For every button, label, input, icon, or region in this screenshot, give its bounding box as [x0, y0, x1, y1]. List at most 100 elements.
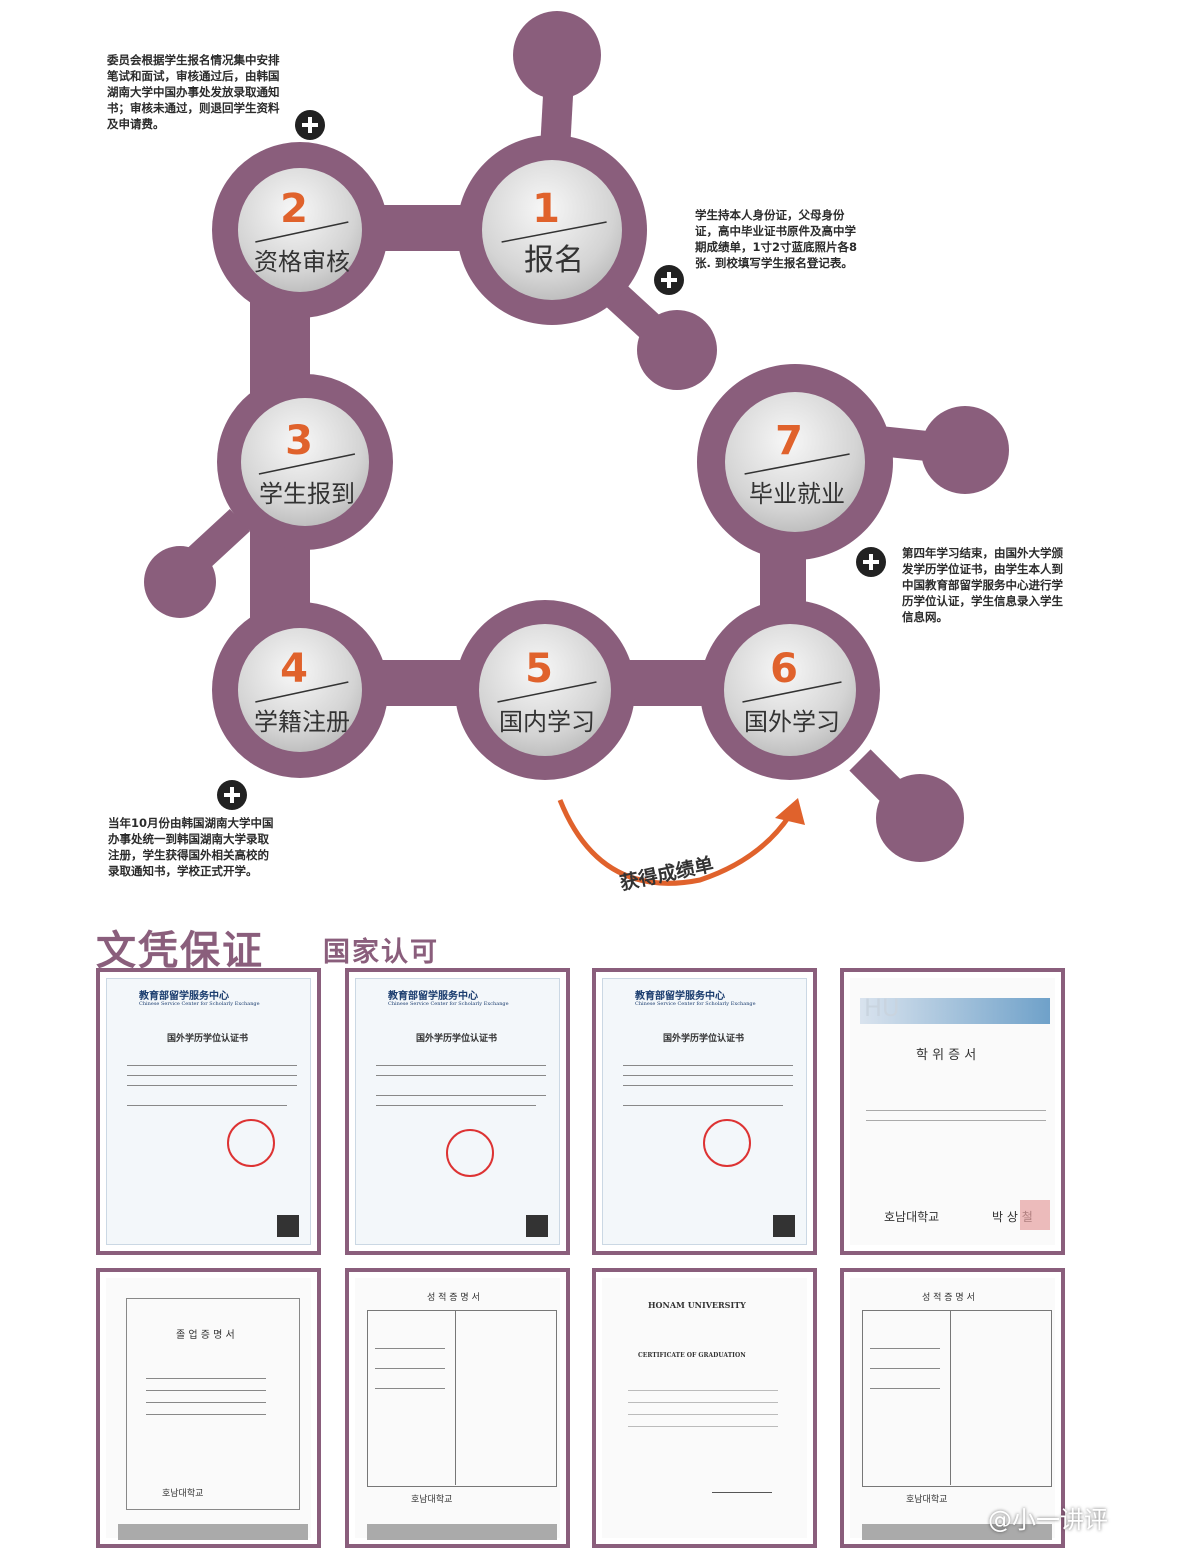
- university-name: 호남대학교: [884, 1210, 940, 1224]
- step-number: 7: [775, 418, 803, 464]
- plus-icon: [295, 110, 325, 140]
- step-label: 报名: [524, 243, 584, 278]
- step-1: 1 报名: [482, 160, 622, 300]
- step-label: 资格审核: [254, 248, 350, 276]
- section-title: 文凭保证: [96, 928, 264, 974]
- step-number: 2: [280, 186, 308, 232]
- desc-line: 发学历学位证书，由学生本人到: [902, 562, 1063, 576]
- qr-code-icon: [773, 1215, 795, 1237]
- desc-line: 书；审核未通过，则退回学生资料: [107, 101, 280, 115]
- step4-description: 当年10月份由韩国湖南大学中国 办事处统一到韩国湖南大学录取 注册，学生获得国外…: [108, 815, 288, 879]
- cert-org-name: 教育部留学服务中心: [388, 991, 478, 1002]
- desc-line: 办事处统一到韩国湖南大学录取: [108, 832, 269, 846]
- arrow-label: 获得成绩单: [618, 853, 716, 895]
- desc-line: 湖南大学中国办事处发放录取通知: [107, 85, 280, 99]
- step-number: 4: [280, 646, 308, 692]
- desc-line: 当年10月份由韩国湖南大学中国: [108, 816, 274, 830]
- step-number: 6: [770, 646, 798, 692]
- step-disk: [238, 628, 362, 752]
- desc-line: 注册，学生获得国外相关高校的: [108, 848, 269, 862]
- cert-org-en: Chinese Service Center for Scholarly Exc…: [635, 1001, 756, 1007]
- watermark: @小一讲评: [988, 1506, 1108, 1534]
- desc-line: 信息网。: [902, 610, 948, 624]
- korean-grade-transcript-2: 성 적 증 명 서 호남대학교: [840, 1268, 1065, 1548]
- step-divider: [501, 221, 607, 243]
- section-subtitle: 国家认可: [323, 937, 439, 968]
- cert-org-en: Chinese Service Center for Scholarly Exc…: [388, 1001, 509, 1007]
- university-name: 호남대학교: [411, 1495, 453, 1505]
- cscse-certificate-3: 教育部留学服务中心 Chinese Service Center for Sch…: [592, 968, 817, 1255]
- university-name: 호남대학교: [162, 1489, 204, 1499]
- university-name: 호남대학교: [906, 1495, 948, 1505]
- step-number: 5: [525, 646, 553, 692]
- grade-report-arrow: [557, 799, 793, 886]
- arrow-head: [775, 798, 805, 825]
- seal-icon: [446, 1129, 494, 1177]
- seal-icon: [703, 1119, 751, 1167]
- degree-title: 학 위 증 서: [916, 1048, 977, 1063]
- step-disk: [479, 624, 611, 756]
- step-divider: [497, 681, 597, 703]
- cscse-certificate-1: 教育部留学服务中心 Chinese Service Center for Sch…: [96, 968, 321, 1255]
- desc-line: 录取通知书，学校正式开学。: [108, 864, 258, 878]
- seal-icon: [227, 1119, 275, 1167]
- step2-description: 委员会根据学生报名情况集中安排 笔试和面试，审核通过后，由韩国 湖南大学中国办事…: [107, 52, 297, 132]
- cert-doc-title: 国外学历学位认证书: [167, 1034, 249, 1044]
- korean-grade-transcript-1: 성 적 증 명 서 호남대학교: [345, 1268, 570, 1548]
- plus-icon: [654, 265, 684, 295]
- desc-line: 第四年学习结束，由国外大学颁: [902, 546, 1063, 560]
- desc-line: 证，高中毕业证书原件及高中学: [695, 224, 856, 238]
- korean-degree-certificate: HU 학 위 증 서 호남대학교 박 상 철: [840, 968, 1065, 1255]
- step-disk: [482, 160, 622, 300]
- step-label: 学生报到: [259, 480, 355, 508]
- step-2: 2 资格审核: [238, 168, 362, 292]
- step-3: 3 学生报到: [241, 398, 369, 526]
- desc-line: 委员会根据学生报名情况集中安排: [107, 53, 280, 67]
- desc-line: 及申请费。: [107, 117, 165, 131]
- step-divider: [255, 221, 349, 243]
- desc-line: 张. 到校填写学生报名登记表。: [695, 256, 853, 270]
- qr-code-icon: [526, 1215, 548, 1237]
- step-number: 3: [285, 418, 313, 464]
- transcript-title: 성 적 증 명 서: [922, 1293, 975, 1303]
- step-divider: [255, 681, 349, 703]
- step-divider: [744, 453, 850, 475]
- university-name-en: HONAM UNIVERSITY: [648, 1300, 746, 1310]
- barcode-strip: [367, 1524, 557, 1540]
- cert-doc-title: 国外学历学位认证书: [663, 1034, 745, 1044]
- desc-line: 历学位认证，学生信息录入学生: [902, 594, 1063, 608]
- transcript-title: 성 적 증 명 서: [427, 1293, 480, 1303]
- barcode-strip: [862, 1524, 1052, 1540]
- step-disk: [238, 168, 362, 292]
- step-4: 4 学籍注册: [238, 628, 362, 752]
- step-label: 国内学习: [499, 708, 595, 736]
- plus-icon: [856, 547, 886, 577]
- step-6: 6 国外学习: [724, 624, 856, 756]
- hu-logo: HU: [864, 994, 900, 1022]
- desc-line: 学生持本人身份证，父母身份: [695, 208, 845, 222]
- step1-description: 学生持本人身份证，父母身份 证，高中毕业证书原件及高中学 期成绩单，1寸2寸蓝底…: [695, 207, 880, 271]
- cert-org-name: 教育部留学服务中心: [635, 991, 725, 1002]
- step-divider: [742, 681, 842, 703]
- cert-org-name: 教育部留学服务中心: [139, 991, 229, 1002]
- desc-line: 中国教育部留学服务中心进行学: [902, 578, 1063, 592]
- university-banner: [860, 998, 1050, 1024]
- step6-description: 第四年学习结束，由国外大学颁 发学历学位证书，由学生本人到 中国教育部留学服务中…: [902, 545, 1087, 625]
- qr-code-icon: [277, 1215, 299, 1237]
- korean-graduation-certificate: 졸 업 증 명 서 호남대학교: [96, 1268, 321, 1548]
- seal-icon: [1020, 1200, 1050, 1230]
- cert-org-en: Chinese Service Center for Scholarly Exc…: [139, 1001, 260, 1007]
- plus-icon: [217, 780, 247, 810]
- step-number: 1: [532, 186, 560, 232]
- honam-graduation-certificate: HONAM UNIVERSITY CERTIFICATE OF GRADUATI…: [592, 1268, 817, 1548]
- cscse-certificate-2: 教育部留学服务中心 Chinese Service Center for Sch…: [345, 968, 570, 1255]
- desc-line: 笔试和面试，审核通过后，由韩国: [107, 69, 280, 83]
- step-disk: [241, 398, 369, 526]
- desc-line: 期成绩单，1寸2寸蓝底照片各8: [695, 240, 858, 254]
- step-label: 学籍注册: [254, 708, 350, 736]
- graduation-cert-title: CERTIFICATE OF GRADUATION: [638, 1352, 746, 1359]
- step-divider: [258, 453, 356, 475]
- step-label: 国外学习: [744, 708, 840, 736]
